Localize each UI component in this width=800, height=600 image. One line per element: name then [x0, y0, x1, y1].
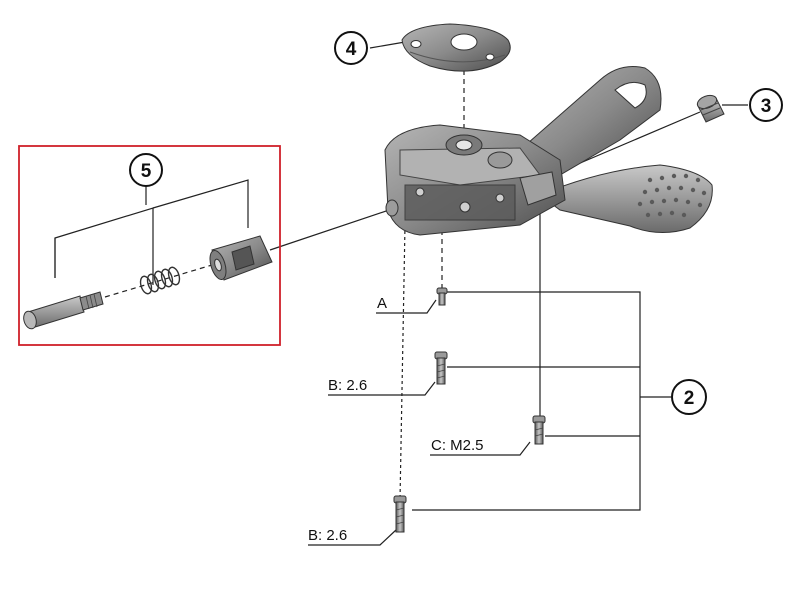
label-a: A [377, 295, 387, 312]
callout-3: 3 [749, 88, 783, 122]
callout-5-number: 5 [141, 161, 152, 182]
screw-a [436, 287, 448, 306]
part-5-spring [139, 266, 181, 295]
part-5-barrel [209, 235, 273, 281]
callout-4-number: 4 [346, 39, 357, 60]
callout-3-number: 3 [761, 96, 772, 117]
part-4-plate [401, 23, 511, 72]
shifter-body [384, 66, 713, 236]
screw-b2 [393, 495, 407, 533]
leader-lines [54, 41, 748, 546]
screw-b1 [434, 351, 448, 385]
label-c: C: M2.5 [431, 437, 484, 454]
callout-4: 4 [334, 31, 368, 65]
highlight-box [18, 145, 281, 346]
callout-2-number: 2 [684, 388, 695, 409]
callout-5: 5 [129, 153, 163, 187]
label-b1: B: 2.6 [328, 377, 367, 394]
part-5-bolt [23, 291, 104, 330]
callout-2: 2 [671, 379, 707, 415]
label-b2: B: 2.6 [308, 527, 347, 544]
part-3-cap [696, 94, 725, 123]
screw-c [532, 415, 546, 445]
